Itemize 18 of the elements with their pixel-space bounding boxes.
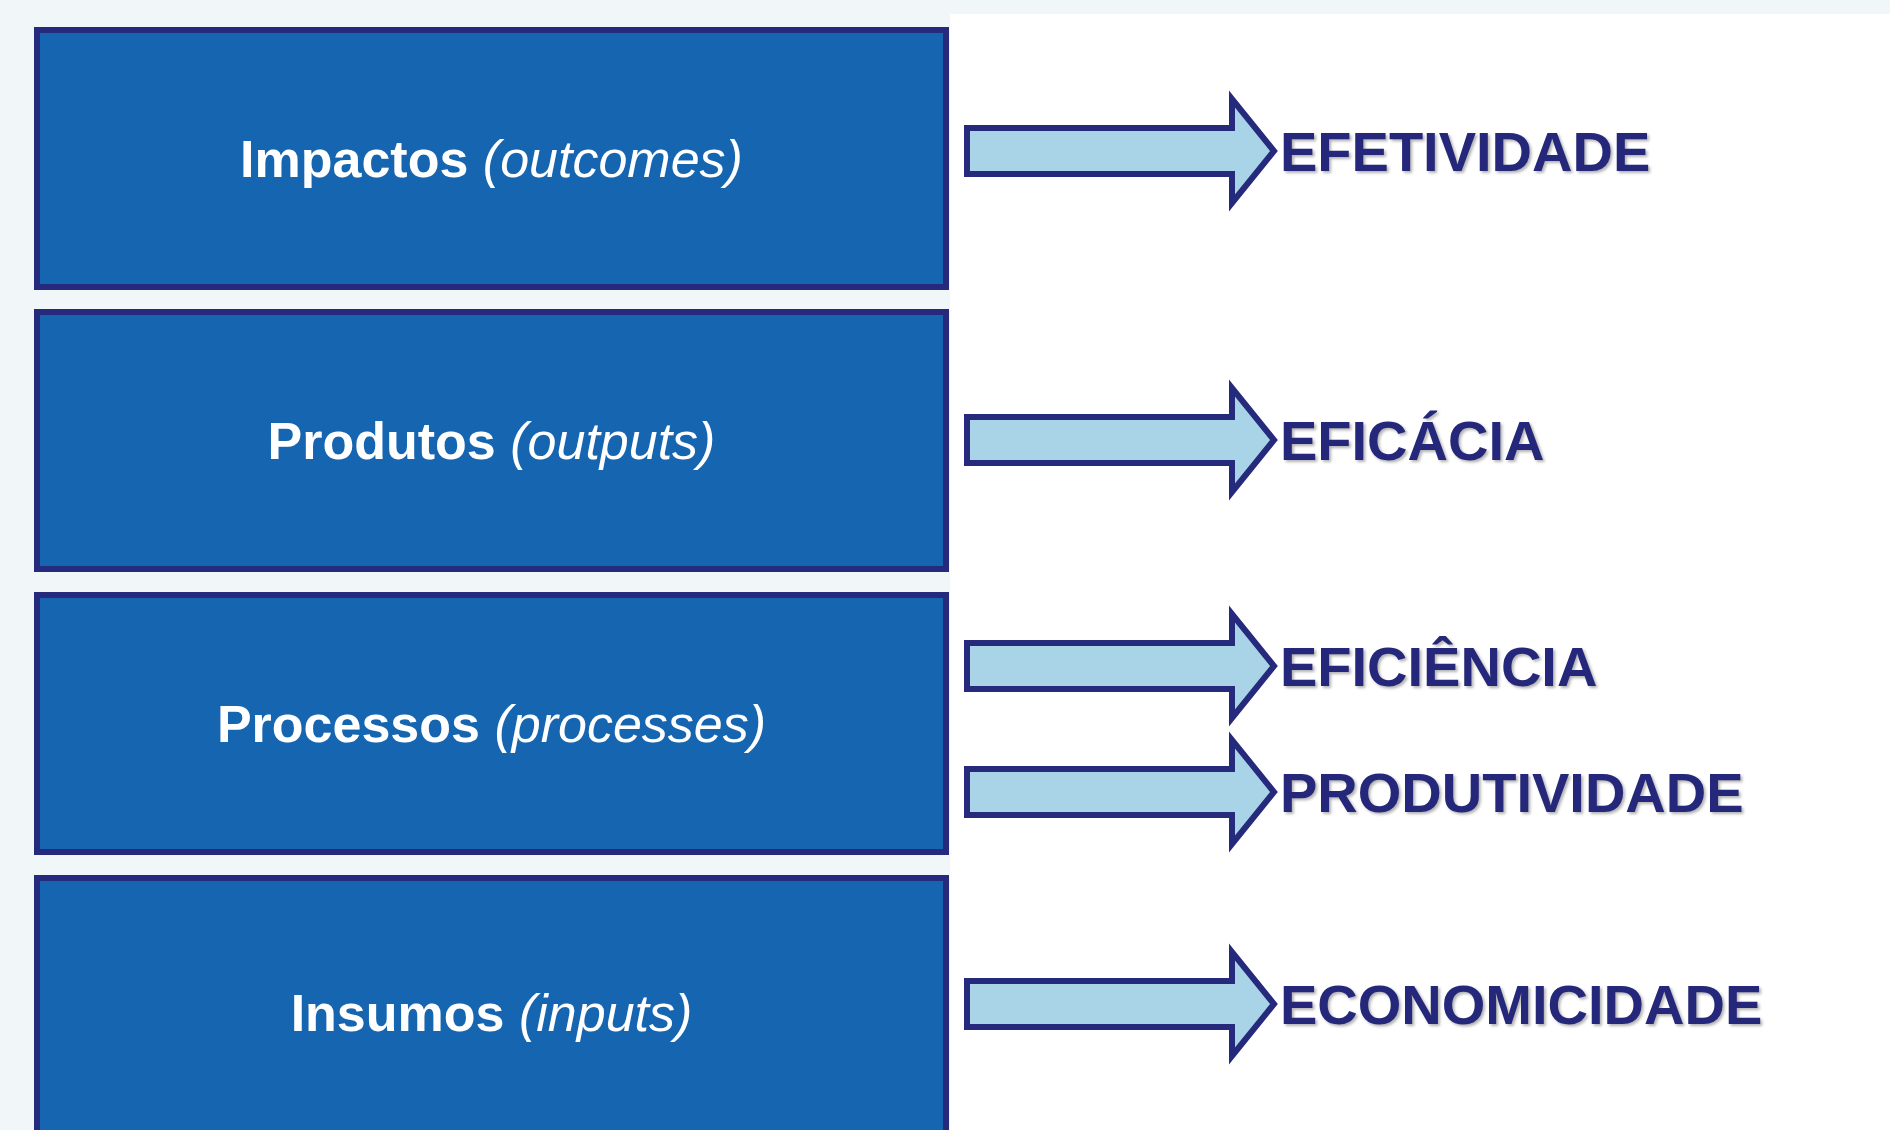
level-title: Impactos (outcomes) — [240, 128, 743, 189]
indicator-label: EFETIVIDADE — [1280, 118, 1651, 184]
indicator-label: EFICIÊNCIA — [1280, 633, 1598, 699]
level-title: Processos (processes) — [216, 693, 767, 754]
level-title: Produtos (outputs) — [267, 410, 716, 471]
block-arrow — [964, 379, 1278, 501]
level-box — [34, 309, 949, 572]
indicator-label: PRODUTIVIDADE — [1280, 759, 1744, 825]
indicator-label: EFICÁCIA — [1280, 407, 1545, 473]
block-arrow — [964, 90, 1278, 212]
level-box — [34, 27, 949, 290]
level-box — [34, 592, 949, 855]
level-title: Insumos (inputs) — [290, 982, 693, 1043]
block-arrow — [964, 605, 1278, 727]
block-arrow — [964, 731, 1278, 853]
indicator-label: ECONOMICIDADE — [1280, 971, 1763, 1037]
level-box — [34, 875, 949, 1130]
block-arrow — [964, 943, 1278, 1065]
